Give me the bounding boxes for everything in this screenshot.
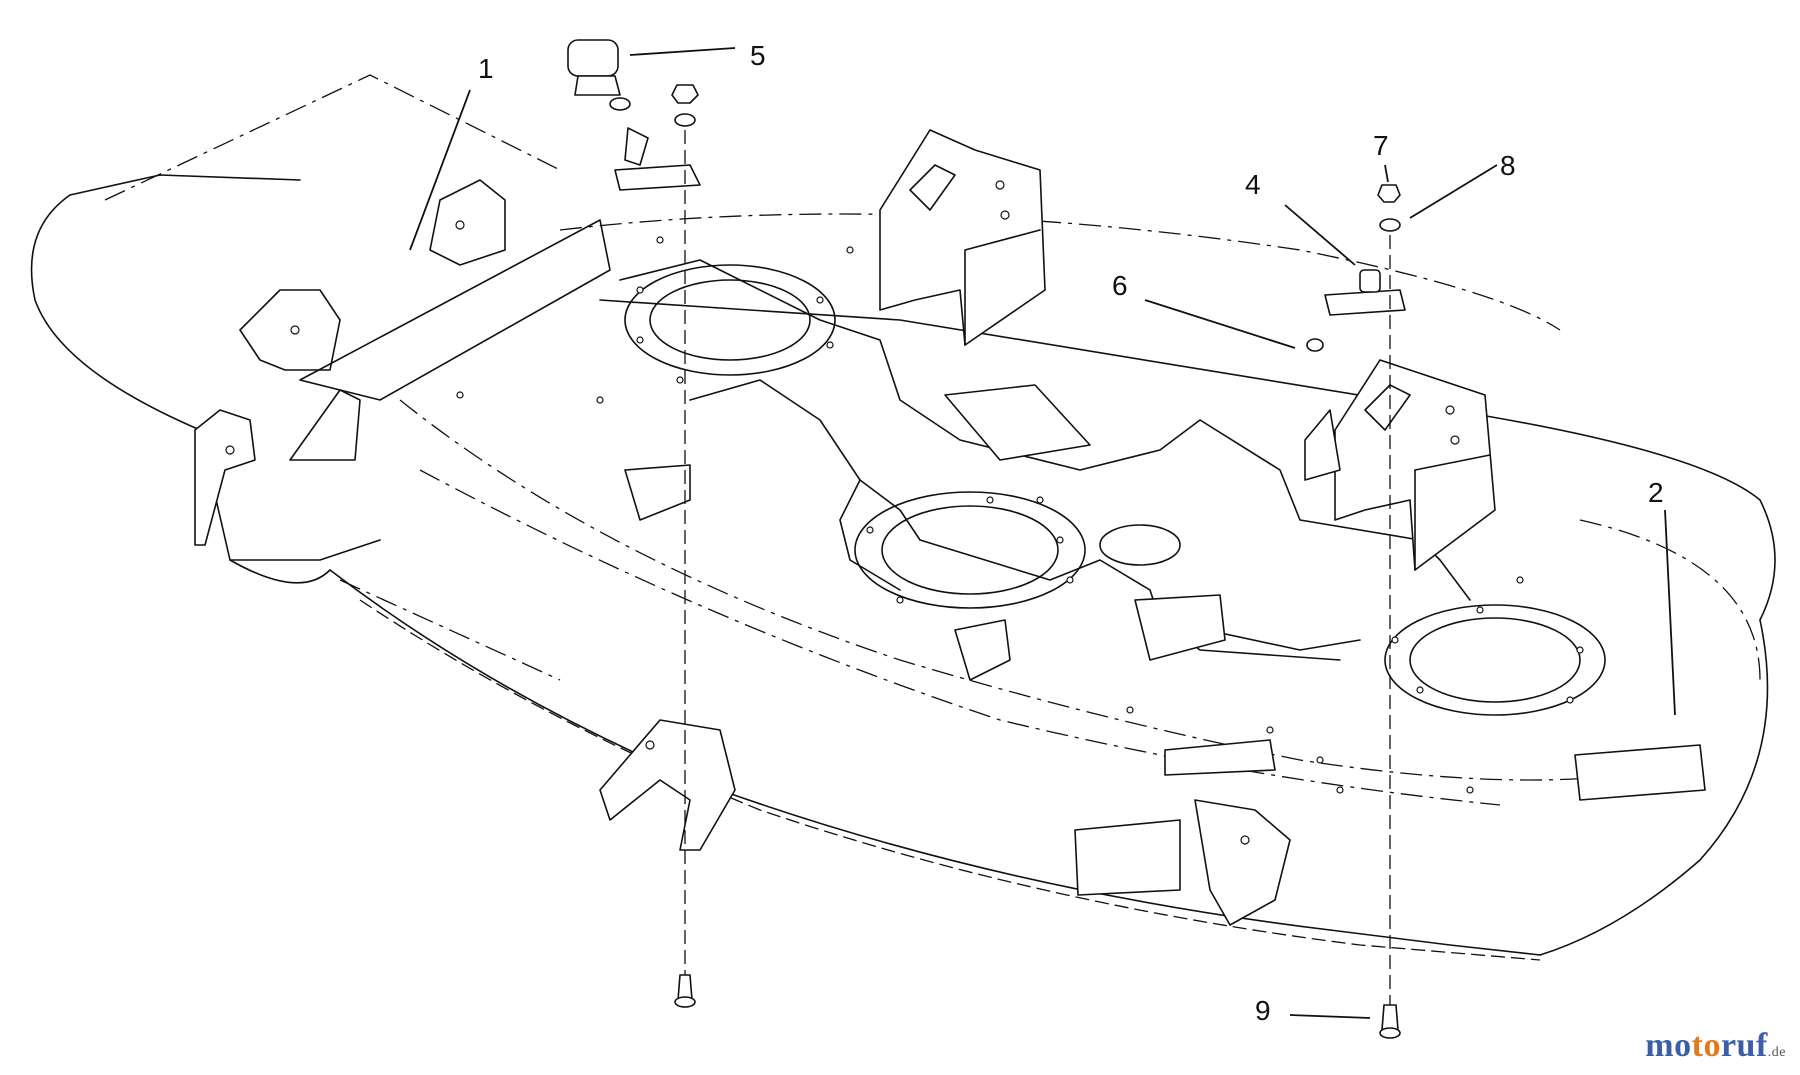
callout-4: 4	[1245, 169, 1261, 200]
watermark-part-a: mo	[1645, 1027, 1692, 1064]
callout-6: 6	[1112, 270, 1128, 301]
callout-leaders	[409, 47, 1676, 1019]
motoruf-watermark-logo: motoruf.de	[1645, 1027, 1786, 1065]
front-brackets	[599, 464, 1291, 926]
deck-body	[30, 74, 1776, 961]
watermark-part-b: to	[1691, 1027, 1721, 1064]
callout-labels: 1 2 4 5 6 7 8 9	[478, 40, 1664, 1026]
fitting-and-hardware	[567, 39, 1406, 1039]
callout-8: 8	[1500, 150, 1516, 181]
callout-9: 9	[1255, 995, 1271, 1026]
watermark-tld: .de	[1767, 1045, 1786, 1060]
watermark-part-c: ruf	[1720, 1027, 1768, 1064]
rear-lift-brackets	[879, 129, 1496, 571]
callout-5: 5	[750, 40, 766, 71]
hinge-brackets	[194, 179, 611, 546]
callout-2: 2	[1648, 477, 1664, 508]
callout-7: 7	[1373, 130, 1389, 161]
blade-openings	[456, 236, 1606, 794]
callout-1: 1	[478, 53, 494, 84]
